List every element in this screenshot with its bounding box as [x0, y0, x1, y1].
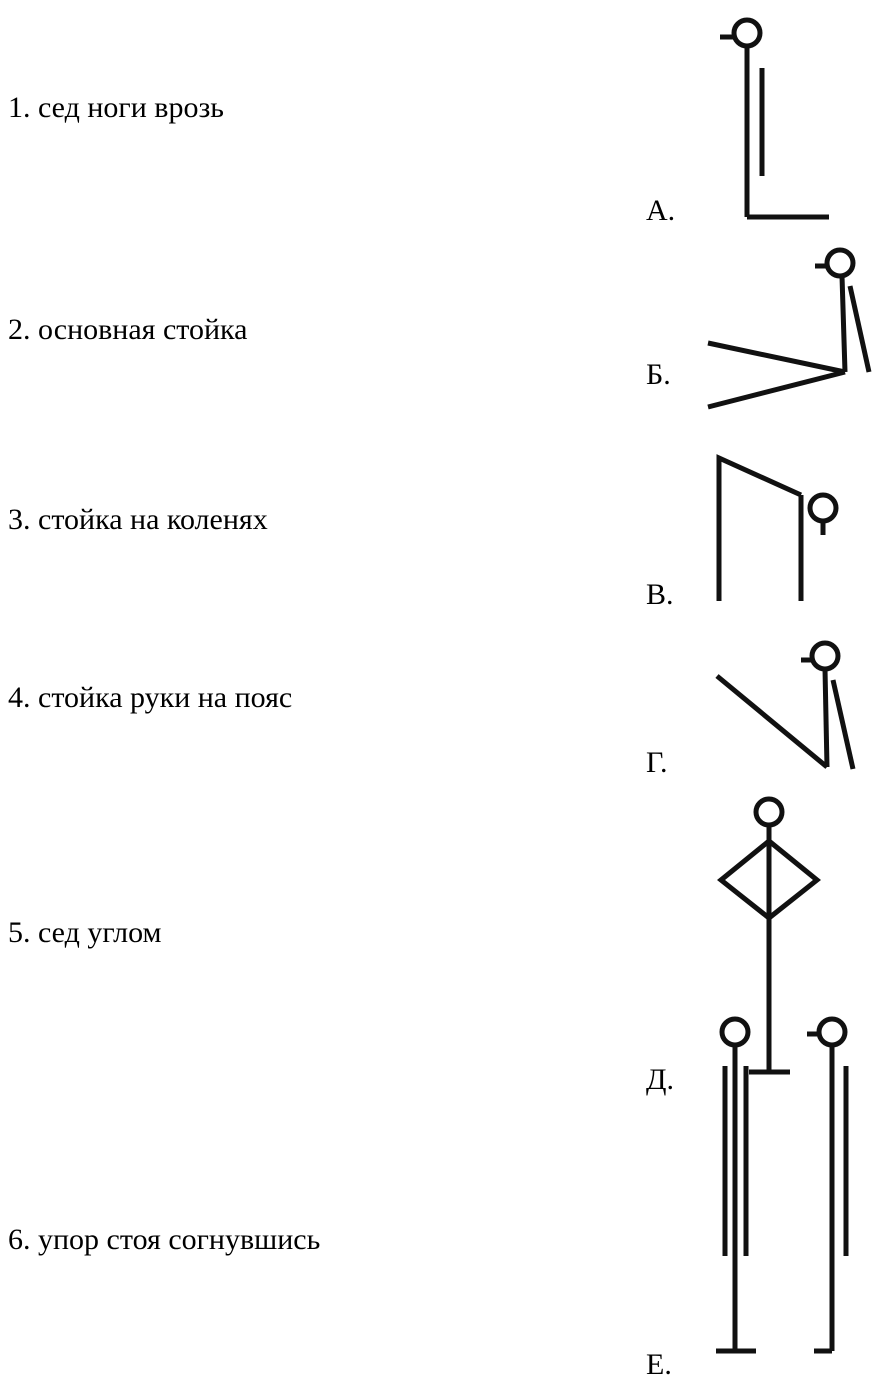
sitting-legs-straight-figure-icon: [720, 17, 829, 220]
exercise-item-5: 5. сед углом: [8, 916, 162, 949]
stance-hands-on-hips-figure-icon: [717, 796, 821, 1075]
figure-label-e: Е.: [646, 1348, 672, 1381]
bent-over-support-figure-icon: [716, 454, 839, 601]
exercise-item-3: 3. стойка на коленях: [8, 503, 268, 536]
figure-label-d: Д.: [646, 1063, 674, 1096]
v-sit-angle-figure-icon: [715, 640, 856, 770]
exercise-item-1: 1. сед ноги врозь: [8, 91, 224, 124]
figure-label-b: Б.: [646, 358, 671, 391]
figure-label-a: А.: [646, 194, 676, 227]
basic-stance-and-kneeling-figures-icon: [716, 1016, 849, 1354]
exercise-item-6: 6. упор стоя согнувшись: [8, 1223, 321, 1256]
sitting-legs-apart-figure-icon: [707, 247, 872, 410]
exercise-item-4: 4. стойка руки на пояс: [8, 681, 293, 714]
figure-label-v: В.: [646, 578, 674, 611]
figure-label-g: Г.: [646, 746, 668, 779]
exercise-item-2: 2. основная стойка: [8, 313, 248, 346]
